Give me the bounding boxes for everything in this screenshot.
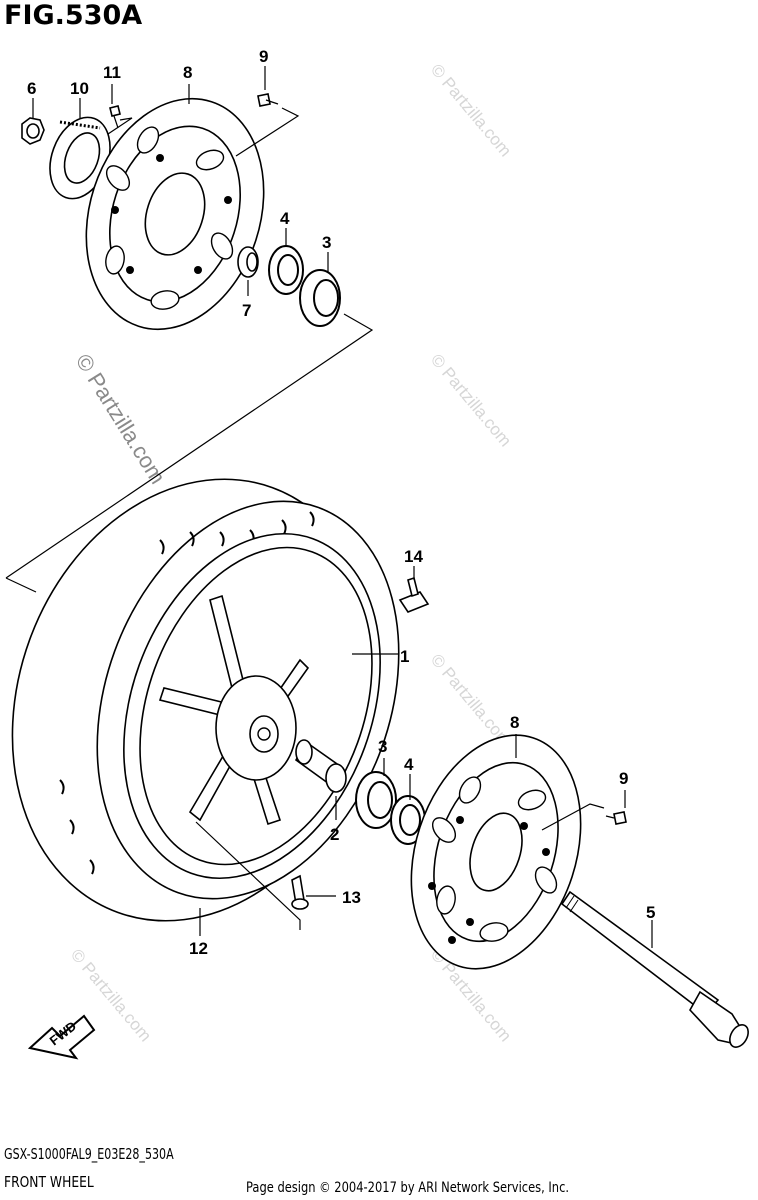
oil-seal-top-part-4 xyxy=(268,245,304,295)
callout-12: 12 xyxy=(189,939,208,958)
forward-direction-arrow: FWD xyxy=(27,1014,96,1060)
watermark-faint-3: © Partzilla.com xyxy=(427,650,515,750)
bolt-part-11 xyxy=(109,105,121,129)
oil-seal-mid-part-4 xyxy=(390,795,426,845)
brake-disc-top-part-8 xyxy=(85,97,265,331)
callout-13: 13 xyxy=(342,888,361,907)
spacer-part-2 xyxy=(294,739,347,793)
balance-weight-part-14 xyxy=(398,576,430,613)
bearing-mid-part-3 xyxy=(355,771,397,829)
bearing-top-part-3 xyxy=(299,269,341,327)
callout-7: 7 xyxy=(242,301,251,320)
callout-1: 1 xyxy=(400,647,409,666)
valve-part-13 xyxy=(291,874,309,910)
callout-5: 5 xyxy=(646,903,655,922)
nut-part-6 xyxy=(21,117,45,145)
callout-14: 14 xyxy=(404,547,423,566)
callout-8-top: 8 xyxy=(183,63,192,82)
callout-4-mid: 4 xyxy=(404,755,414,774)
callout-numbers: 6 10 11 8 9 4 3 7 14 1 8 3 4 9 2 13 5 12 xyxy=(27,47,655,958)
watermark-main: © Partzilla.com xyxy=(71,349,171,488)
callout-9-mid: 9 xyxy=(619,769,628,788)
figure-name: FRONT WHEEL xyxy=(4,1173,94,1191)
callout-3-mid: 3 xyxy=(378,737,387,756)
bolt-mid-part-9 xyxy=(605,811,627,825)
callout-2: 2 xyxy=(330,825,339,844)
callout-11: 11 xyxy=(103,63,121,82)
axle-part-5 xyxy=(560,890,749,1048)
brake-disc-bottom-part-8 xyxy=(410,734,582,970)
bolt-top-part-9 xyxy=(257,93,279,107)
watermark-faint-1: © Partzilla.com xyxy=(427,60,515,160)
figure-title: FIG.530A xyxy=(4,0,143,31)
callout-10: 10 xyxy=(70,79,89,98)
spacer-part-7 xyxy=(237,246,259,278)
callout-9-top: 9 xyxy=(259,47,268,66)
sensor-rotor-part-10 xyxy=(49,116,111,200)
callout-6: 6 xyxy=(27,79,36,98)
page-credit: Page design © 2004-2017 by ARI Network S… xyxy=(246,1180,570,1196)
callout-8-mid: 8 xyxy=(510,713,519,732)
callout-4-top: 4 xyxy=(280,209,290,228)
callout-3-top: 3 xyxy=(322,233,331,252)
rim-part-1 xyxy=(123,532,381,880)
model-code: GSX-S1000FAL9_E03E28_530A xyxy=(4,1145,174,1163)
watermark-faint-2: © Partzilla.com xyxy=(427,350,515,450)
